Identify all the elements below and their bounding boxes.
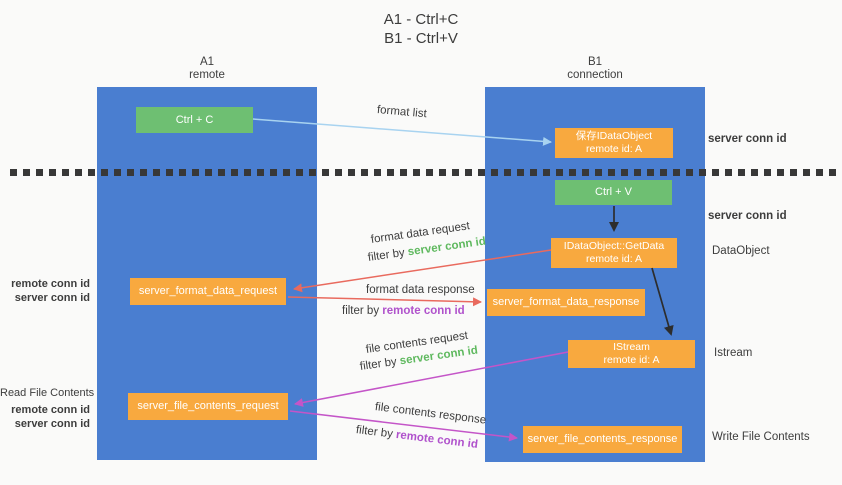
diagram-title: A1 - Ctrl+C B1 - Ctrl+V bbox=[0, 10, 842, 48]
title-line-2: B1 - Ctrl+V bbox=[384, 30, 458, 47]
filter-by-text: filter by bbox=[342, 305, 380, 317]
node-istream-line2: remote id: A bbox=[603, 354, 660, 366]
annotation-dataobject: DataObject bbox=[712, 245, 770, 257]
node-ctrl-c-label: Ctrl + C bbox=[175, 113, 214, 126]
annotation-remote-conn-id-1: remote conn id bbox=[11, 278, 90, 290]
column-header-b1: B1 connection bbox=[515, 56, 675, 82]
dashed-divider bbox=[10, 169, 838, 176]
column-a1-name: A1 bbox=[199, 56, 215, 68]
annotation-server-conn-id-top: server conn id bbox=[708, 133, 787, 145]
node-ctrl-v-label: Ctrl + V bbox=[595, 186, 632, 198]
annotation-istream: Istream bbox=[714, 347, 753, 359]
node-getdata-line1: IDataObject::GetData bbox=[563, 240, 665, 252]
node-ctrl-c: Ctrl + C bbox=[136, 107, 253, 133]
column-a1-subtitle: remote bbox=[189, 69, 225, 81]
node-server-format-data-response: server_format_data_response bbox=[487, 289, 645, 316]
label-format-data-response: format data response bbox=[366, 284, 475, 296]
remote-conn-id-text: remote conn id bbox=[382, 305, 465, 317]
node-istream-line1: IStream bbox=[613, 341, 650, 353]
node-getdata-line2: remote id: A bbox=[585, 253, 643, 265]
arrow-format-data-response bbox=[287, 296, 482, 307]
node-server-format-data-request: server_format_data_request bbox=[130, 278, 286, 305]
node-server-format-data-response-label: server_format_data_response bbox=[492, 296, 640, 308]
node-save-idataobject: 保存IDataObject remote id: A bbox=[555, 128, 673, 158]
label-filter-format-response: filter by remote conn id bbox=[342, 305, 465, 317]
annotation-server-conn-id-mid: server conn id bbox=[708, 210, 787, 222]
arrow-file-contents-response bbox=[289, 410, 518, 442]
node-server-file-contents-response: server_file_contents_response bbox=[523, 426, 682, 453]
node-server-file-contents-response-label: server_file_contents_response bbox=[527, 433, 678, 445]
node-istream: IStream remote id: A bbox=[568, 340, 695, 368]
column-header-a1: A1 remote bbox=[127, 56, 287, 82]
node-server-format-data-request-label: server_format_data_request bbox=[138, 285, 278, 297]
annotation-server-conn-id-2: server conn id bbox=[14, 418, 90, 430]
arrow-getdata-to-istream bbox=[651, 267, 674, 336]
annotation-read-file-contents: Read File Contents bbox=[0, 387, 95, 399]
node-server-file-contents-request: server_file_contents_request bbox=[128, 393, 288, 420]
annotation-remote-conn-id-2: remote conn id bbox=[11, 404, 90, 416]
arrow-format-list bbox=[252, 118, 552, 146]
column-b1-name: B1 bbox=[587, 56, 603, 68]
node-server-file-contents-request-label: server_file_contents_request bbox=[137, 400, 279, 412]
node-save-idataobject-line2: remote id: A bbox=[585, 143, 643, 155]
column-b1-subtitle: connection bbox=[567, 69, 623, 81]
annotation-server-conn-id-1: server conn id bbox=[14, 292, 90, 304]
annotation-write-file-contents: Write File Contents bbox=[712, 431, 810, 443]
node-idataobject-getdata: IDataObject::GetData remote id: A bbox=[551, 238, 677, 268]
title-line-1: A1 - Ctrl+C bbox=[383, 11, 459, 28]
node-ctrl-v: Ctrl + V bbox=[555, 180, 672, 205]
arrow-file-contents-request bbox=[294, 351, 569, 407]
node-save-idataobject-line1: 保存IDataObject bbox=[575, 130, 653, 142]
arrow-format-data-request bbox=[293, 249, 552, 293]
